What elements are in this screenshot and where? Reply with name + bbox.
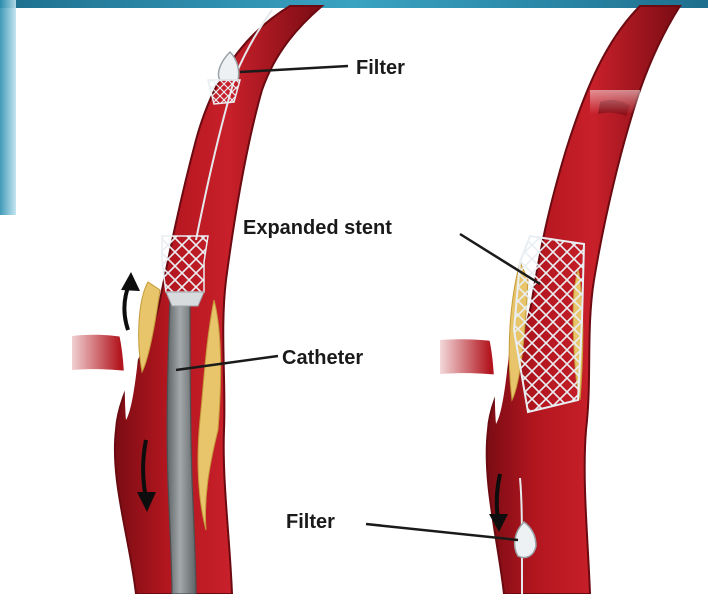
filter-top-label: Filter xyxy=(356,57,405,79)
left-crimped-stent xyxy=(162,236,208,306)
frame-top-accent xyxy=(0,0,708,8)
catheter-label: Catheter xyxy=(282,347,363,369)
expanded-stent-label: Expanded stent xyxy=(243,217,392,239)
expanded-stent xyxy=(514,236,584,412)
filter-bottom-label: Filter xyxy=(286,511,335,533)
label-filter-bottom: Filter xyxy=(286,511,518,540)
left-filter-top xyxy=(208,52,240,104)
right-twig-fade xyxy=(590,90,640,114)
left-vessel xyxy=(60,6,322,594)
frame-left-accent xyxy=(0,0,16,215)
label-expanded-stent: Expanded stent xyxy=(243,217,540,284)
right-vessel xyxy=(430,6,680,594)
flow-arrow-up-icon xyxy=(121,272,140,330)
left-branch-fade xyxy=(60,320,120,380)
right-branch-fade xyxy=(430,326,490,386)
